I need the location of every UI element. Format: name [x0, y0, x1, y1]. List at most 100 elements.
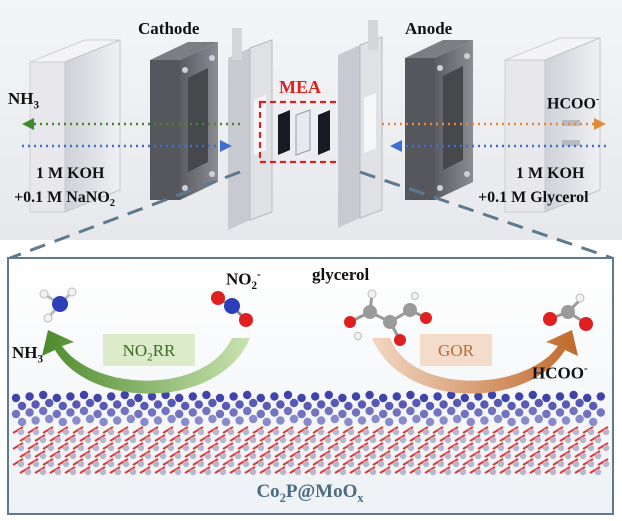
lattice-atom-blue: [208, 414, 217, 424]
lattice-atom-grey: [422, 444, 430, 452]
lattice-atom-grey: [212, 428, 220, 436]
lattice-bond-red: [529, 466, 541, 474]
lattice-bond-red: [357, 458, 369, 466]
lattice-atom-grey: [129, 468, 137, 476]
lattice-atom-grey: [497, 460, 505, 468]
lattice-bond-red: [499, 450, 511, 458]
lattice-atom-grey: [527, 460, 535, 468]
lattice-atom-blue: [406, 406, 415, 416]
lattice-bond-red: [589, 466, 601, 474]
lattice-atom-blue: [419, 409, 429, 419]
lattice-atom-grey: [279, 452, 287, 460]
lattice-atom-grey: [317, 428, 325, 436]
lattice-bond-red: [439, 466, 451, 474]
lattice-atom-blue: [379, 409, 388, 419]
lattice-bond-red: [102, 442, 114, 450]
lattice-atom-grey: [317, 460, 325, 468]
lattice-bond-red: [147, 442, 159, 450]
left-electrolyte-line1: 1 M KOH: [36, 165, 105, 182]
lattice-atom-blue: [493, 414, 503, 424]
lattice-bond-red: [387, 442, 399, 450]
lattice-atom-blue: [507, 417, 516, 427]
lattice-atom-grey: [429, 468, 437, 476]
lattice-bond-red: [19, 466, 31, 474]
lattice-atom-blue: [433, 392, 442, 401]
lattice-bond-red: [372, 426, 384, 434]
lattice-bond-red: [64, 466, 76, 474]
lattice-atom-grey: [69, 452, 77, 460]
lattice-atom-grey: [152, 444, 160, 452]
lattice-atom-grey: [407, 428, 415, 436]
lattice-bond-red: [432, 458, 444, 466]
lattice-bond-red: [349, 434, 361, 442]
lattice-bond-red: [162, 426, 174, 434]
lattice-bond-red: [492, 458, 504, 466]
lattice-atom-grey: [242, 460, 250, 468]
lattice-atom-blue: [365, 406, 374, 416]
lattice-atom-grey: [212, 444, 220, 452]
lattice-bond-red: [342, 458, 354, 466]
lattice-atom-blue: [487, 406, 497, 416]
lattice-bond-red: [274, 450, 286, 458]
lattice-bond-red: [574, 450, 586, 458]
lattice-atom-blue: [487, 390, 497, 400]
lattice-atom-grey: [152, 460, 160, 468]
lattice-atom-blue: [79, 406, 89, 416]
lattice-bond-red: [297, 442, 309, 450]
lattice-atom-grey: [354, 452, 362, 460]
lattice-bond-red: [139, 450, 151, 458]
cathode-label: Cathode: [138, 19, 200, 38]
lattice-bond-red: [529, 434, 541, 442]
flow-arrows: [22, 118, 606, 152]
lattice-atom-grey: [332, 428, 340, 436]
lattice-atom-blue: [276, 416, 285, 425]
lattice-bond-red: [492, 442, 504, 450]
lattice-atom-grey: [362, 428, 370, 436]
lattice-atom-grey: [369, 452, 377, 460]
lattice-atom-grey: [227, 460, 235, 468]
lattice-bond-red: [597, 442, 609, 450]
lattice-atom-grey: [272, 428, 280, 436]
lattice-atom-grey: [437, 428, 445, 436]
lattice-atom-blue: [289, 414, 299, 424]
lattice-atom-blue: [283, 390, 293, 400]
lattice-atom-grey: [249, 468, 257, 476]
lattice-atom-grey: [324, 436, 332, 444]
lattice-atom-grey: [302, 428, 310, 436]
lattice-atom-blue: [243, 390, 252, 400]
lattice-bond-red: [432, 426, 444, 434]
lattice-bond-red: [589, 434, 601, 442]
lattice-bond-red: [109, 434, 121, 442]
lattice-atom-grey: [534, 452, 542, 460]
gor-badge: [420, 334, 492, 366]
lattice-bond-red: [394, 450, 406, 458]
lattice-atom-blue: [371, 398, 380, 408]
lattice-atom-blue: [134, 409, 143, 419]
lattice-atom-grey: [92, 460, 100, 468]
lattice-bond-red: [417, 442, 429, 450]
lattice-atom-blue: [515, 408, 524, 417]
lattice-bond-red: [117, 442, 129, 450]
lattice-bond-red: [342, 442, 354, 450]
lattice-bond-red: [319, 434, 331, 442]
no2-label: NO2-: [226, 269, 261, 293]
lattice-atom-grey: [392, 428, 400, 436]
lattice-atom-grey: [564, 452, 572, 460]
lattice-bond-red: [79, 466, 91, 474]
lattice-atom-grey: [347, 444, 355, 452]
lattice-atom-blue: [521, 400, 530, 409]
lattice-atom-grey: [594, 468, 602, 476]
lattice-atom-grey: [579, 436, 587, 444]
lattice-bond-red: [469, 450, 481, 458]
lattice-atom-blue: [208, 398, 217, 408]
lattice-atom-grey: [504, 436, 512, 444]
lattice-atom-grey: [392, 444, 400, 452]
lattice-bond-red: [552, 426, 564, 434]
lattice-atom-grey: [122, 428, 130, 436]
lattice-atom-grey: [369, 468, 377, 476]
lattice-atom-blue: [194, 416, 203, 425]
lattice-bond-red: [559, 466, 571, 474]
lattice-bond-red: [327, 458, 339, 466]
lattice-atom-blue: [575, 414, 584, 424]
lattice-bond-red: [349, 466, 361, 474]
